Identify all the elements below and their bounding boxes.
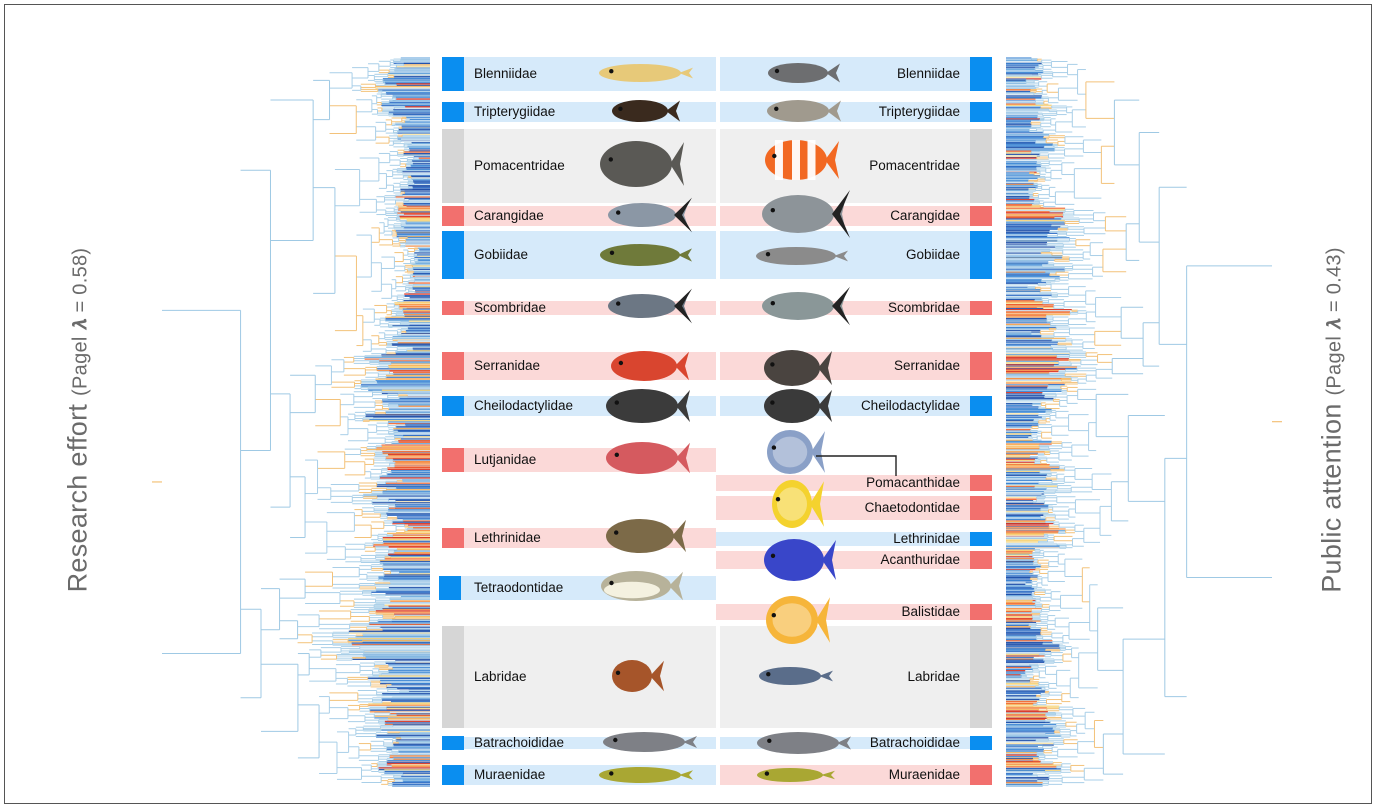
left-family-label: Cheilodactylidae — [474, 398, 573, 414]
right-family-label: Batrachoididae — [870, 735, 960, 751]
left-status-square — [442, 626, 464, 728]
right-family-label: Scombridae — [888, 300, 960, 316]
left-family-label: Tripterygiidae — [474, 104, 555, 120]
left-status-square — [442, 102, 464, 122]
right-family-label: Gobiidae — [906, 247, 960, 263]
right-status-square — [970, 736, 992, 750]
right-family-label: Pomacanthidae — [866, 475, 960, 491]
right-status-square — [970, 352, 992, 380]
right-axis-title-lambda: (Pagel 𝝀 = 0.43) — [1324, 247, 1346, 395]
left-status-square — [442, 231, 464, 279]
right-family-label: Blenniidae — [897, 66, 960, 82]
left-family-label: Serranidae — [474, 358, 540, 374]
right-family-label: Balistidae — [901, 604, 960, 620]
right-status-square — [970, 231, 992, 279]
right-family-label: Carangidae — [890, 208, 960, 224]
right-status-square — [970, 532, 992, 546]
right-family-label: Serranidae — [894, 358, 960, 374]
left-family-label: Carangidae — [474, 208, 544, 224]
left-status-square — [442, 528, 464, 548]
left-family-label: Muraenidae — [474, 767, 545, 783]
left-family-label: Batrachoididae — [474, 735, 564, 751]
right-status-square — [970, 626, 992, 728]
left-family-label: Lethrinidae — [474, 530, 541, 546]
right-status-square — [970, 496, 992, 520]
left-status-square — [442, 206, 464, 226]
left-status-square — [439, 576, 461, 600]
right-status-square — [970, 102, 992, 122]
phylogenetic-tree-left — [152, 58, 432, 786]
right-axis-title-main: Public attention — [1317, 403, 1347, 592]
left-family-label: Tetraodontidae — [474, 580, 563, 596]
phylogenetic-tree-right — [1004, 58, 1282, 786]
left-status-square — [442, 352, 464, 380]
right-status-square — [970, 396, 992, 416]
right-status-square — [970, 551, 992, 569]
left-status-square — [442, 396, 464, 416]
left-family-label: Scombridae — [474, 300, 546, 316]
left-status-square — [442, 57, 464, 91]
left-axis-title-lambda: (Pagel 𝝀 = 0.58) — [70, 248, 92, 396]
right-family-label: Labridae — [907, 669, 960, 685]
left-family-label: Labridae — [474, 669, 527, 685]
left-status-square — [442, 301, 464, 315]
left-family-label: Blenniidae — [474, 66, 537, 82]
left-axis-title: Research effort (Pagel 𝝀 = 0.58) — [63, 248, 94, 593]
left-axis-title-main: Research effort — [63, 404, 93, 593]
left-status-square — [442, 448, 464, 472]
right-family-label: Acanthuridae — [880, 552, 960, 568]
right-status-square — [970, 604, 992, 620]
right-family-label: Cheilodactylidae — [861, 398, 960, 414]
left-family-label: Pomacentridae — [474, 158, 565, 174]
right-status-square — [970, 475, 992, 491]
right-status-square — [970, 301, 992, 315]
right-status-square — [970, 206, 992, 226]
right-family-label: Chaetodontidae — [865, 500, 960, 516]
right-family-label: Lethrinidae — [893, 531, 960, 547]
right-status-square — [970, 129, 992, 203]
left-family-label: Gobiidae — [474, 247, 528, 263]
right-status-square — [970, 765, 992, 785]
left-family-label: Lutjanidae — [474, 452, 536, 468]
left-status-square — [442, 736, 464, 750]
left-status-square — [442, 765, 464, 785]
right-family-label: Muraenidae — [889, 767, 960, 783]
right-family-label: Pomacentridae — [869, 158, 960, 174]
right-family-label: Tripterygiidae — [879, 104, 960, 120]
right-axis-title: Public attention (Pagel 𝝀 = 0.43) — [1317, 247, 1348, 593]
left-status-square — [442, 129, 464, 203]
right-status-square — [970, 57, 992, 91]
